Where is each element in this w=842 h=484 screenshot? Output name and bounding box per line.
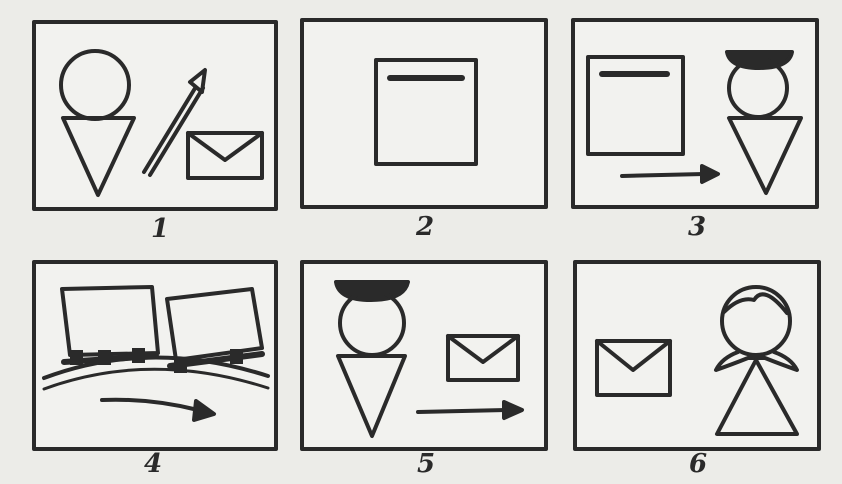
panel-2 xyxy=(302,20,546,207)
panel-3 xyxy=(573,20,817,207)
panel-5-number: 5 xyxy=(396,449,456,479)
panel-2-number: 2 xyxy=(395,212,455,242)
panel-6-number: 6 xyxy=(668,449,728,479)
panel-3-number: 3 xyxy=(667,212,727,242)
panel-4 xyxy=(34,262,276,449)
panel-1-frame xyxy=(34,22,276,209)
panel-5 xyxy=(302,262,546,449)
panel-1-number: 1 xyxy=(130,214,190,244)
panel-4-number: 4 xyxy=(123,449,183,479)
panel-6 xyxy=(575,262,819,449)
panel-3-frame xyxy=(573,20,817,207)
panel-1 xyxy=(34,22,276,209)
panel-2-frame xyxy=(302,20,546,207)
